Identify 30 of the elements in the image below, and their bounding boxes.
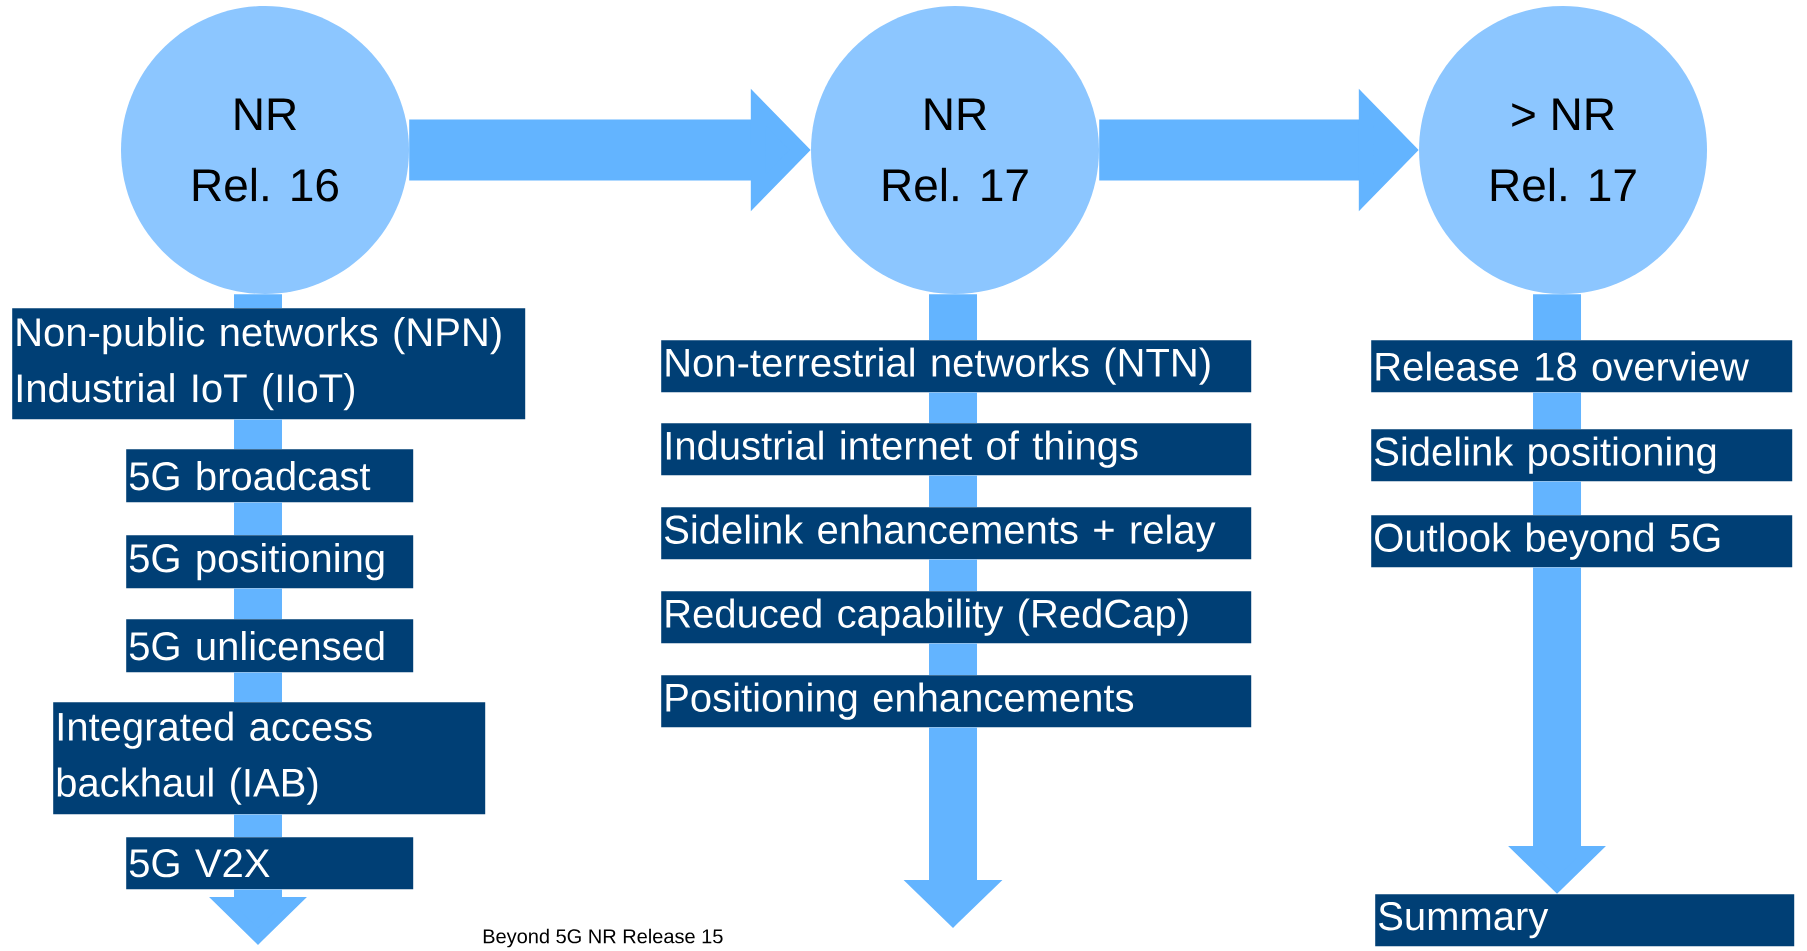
timeline-segment <box>929 643 977 675</box>
topic-box: Reduced capability (RedCap) <box>661 591 1252 644</box>
timeline-segment <box>234 588 282 619</box>
timeline-segment <box>234 502 282 535</box>
timeline-segment <box>929 559 977 591</box>
timeline-segment <box>929 475 977 507</box>
timeline-segment <box>1533 392 1581 429</box>
timeline-segment <box>1533 481 1581 515</box>
topic-box: Non-public networks (NPN) Industrial IoT (IIoT) <box>12 308 526 420</box>
timeline-segment <box>1533 294 1581 340</box>
topic-box: Outlook beyond 5G <box>1371 515 1793 568</box>
timeline-segment <box>929 392 977 423</box>
topic-box: Industrial internet of things <box>661 423 1252 476</box>
timeline-segment <box>929 294 977 340</box>
topic-box: Sidelink enhancements + relay <box>661 507 1252 560</box>
timeline-segment <box>234 814 282 837</box>
timeline-segment <box>234 294 282 308</box>
topic-box: 5G broadcast <box>126 449 414 503</box>
timeline-segment <box>234 419 282 449</box>
topic-box: 5G positioning <box>126 535 414 589</box>
topic-box: Integrated access backhaul (IAB) <box>53 702 486 815</box>
topic-box: Positioning enhancements <box>661 675 1252 728</box>
topic-box: Sidelink positioning <box>1371 429 1793 482</box>
footer-text: Beyond 5G NR Release 15 <box>483 928 723 948</box>
topic-box: Release 18 overview <box>1371 340 1793 393</box>
topic-box: 5G V2X <box>126 837 414 890</box>
topic-box: Non-terrestrial networks (NTN) <box>661 340 1252 393</box>
topic-box: 5G unlicensed <box>126 619 414 673</box>
timeline-segment <box>234 672 282 702</box>
topic-box: Summary <box>1375 894 1795 947</box>
